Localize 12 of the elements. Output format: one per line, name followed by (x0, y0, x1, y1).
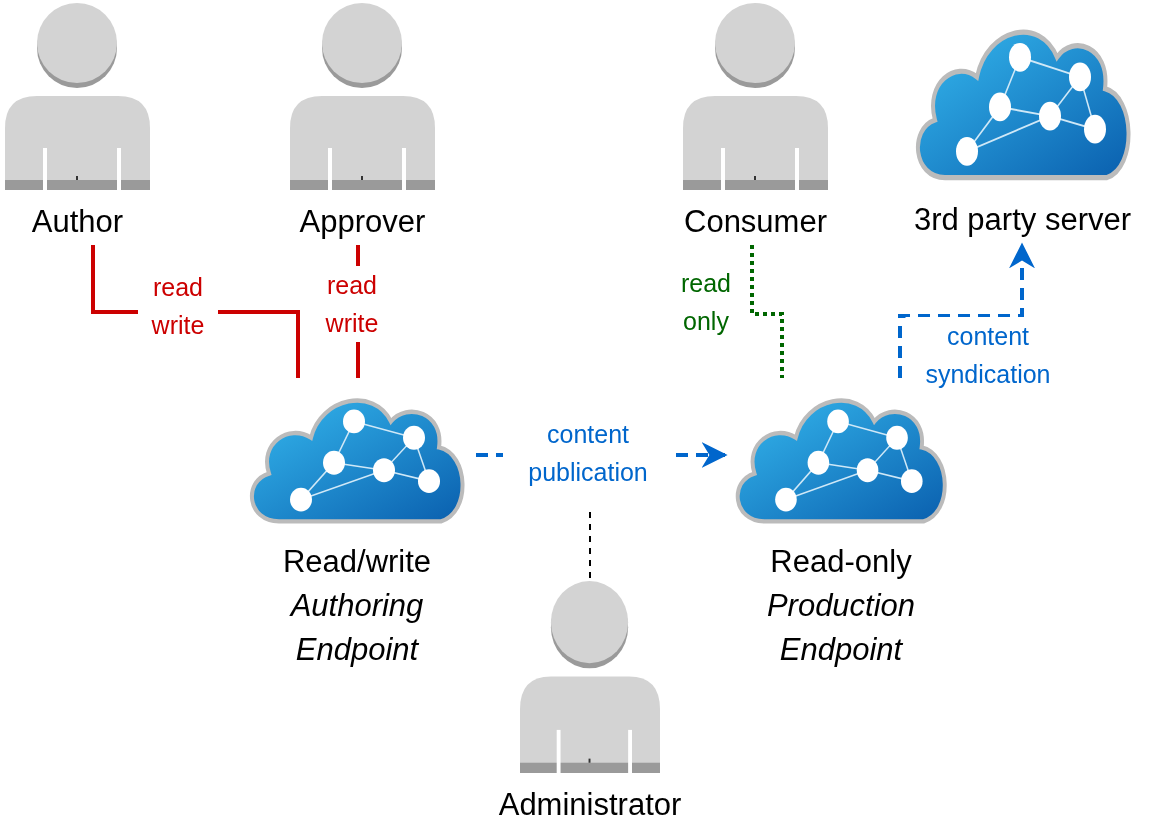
node-label: Author (31, 203, 124, 241)
node-label: Approver (299, 203, 426, 241)
node-label: Read-only (770, 543, 912, 581)
connector-line (589, 511, 591, 579)
node-label: 3rd party server (913, 201, 1132, 239)
node-label: Administrator (498, 786, 682, 824)
connector-line (750, 245, 784, 378)
node-label: Consumer (684, 203, 827, 241)
node-subtitle: Production Endpoint (765, 587, 917, 669)
node-subtitle: Authoring Endpoint (288, 587, 425, 669)
arrow (898, 242, 1035, 378)
node-label: Read/write (282, 543, 432, 581)
